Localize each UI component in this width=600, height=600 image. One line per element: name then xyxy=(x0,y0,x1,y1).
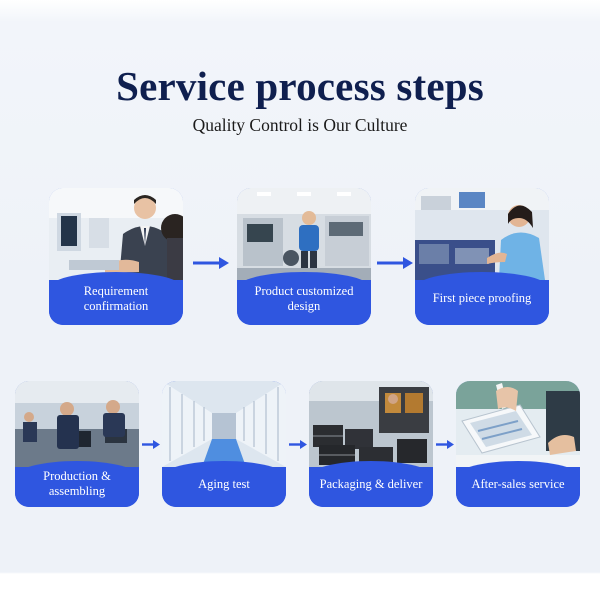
factory-machine-photo xyxy=(237,188,371,280)
step-card-after-sales-service: After-sales service xyxy=(456,381,580,507)
step-label: Aging test xyxy=(162,461,286,507)
page-title: Service process steps xyxy=(116,63,484,109)
step-card-aging-test: Aging test xyxy=(162,381,286,507)
step-label: Product customized design xyxy=(237,272,371,325)
step-label: First piece proofing xyxy=(415,272,549,325)
aging-corridor-photo xyxy=(162,381,286,467)
page-subtitle: Quality Control is Our Culture xyxy=(192,115,408,135)
arrow-right-icon xyxy=(289,440,307,449)
arrow-right-icon xyxy=(436,440,454,449)
step-card-first-piece-proofing: First piece proofing xyxy=(415,188,549,325)
step-label: Packaging & deliver xyxy=(309,461,433,507)
step-label: After-sales service xyxy=(456,461,580,507)
arrow-right-icon xyxy=(142,440,160,449)
tablet-consult-photo xyxy=(456,381,580,467)
step-card-requirement-confirmation: Requirement confirmation xyxy=(49,188,183,325)
step-card-product-customized-design: Product customized design xyxy=(237,188,371,325)
step-card-packaging-deliver: Packaging & deliver xyxy=(309,381,433,507)
shipping-cases-photo xyxy=(309,381,433,467)
arrow-right-icon xyxy=(193,257,229,269)
step-label: Production & assembling xyxy=(15,461,139,507)
call-center-photo xyxy=(49,188,183,280)
assembly-line-photo xyxy=(15,381,139,467)
step-label: Requirement confirmation xyxy=(49,272,183,325)
lab-worker-photo xyxy=(415,188,549,280)
arrow-right-icon xyxy=(377,257,413,269)
step-card-production-assembling: Production & assembling xyxy=(15,381,139,507)
